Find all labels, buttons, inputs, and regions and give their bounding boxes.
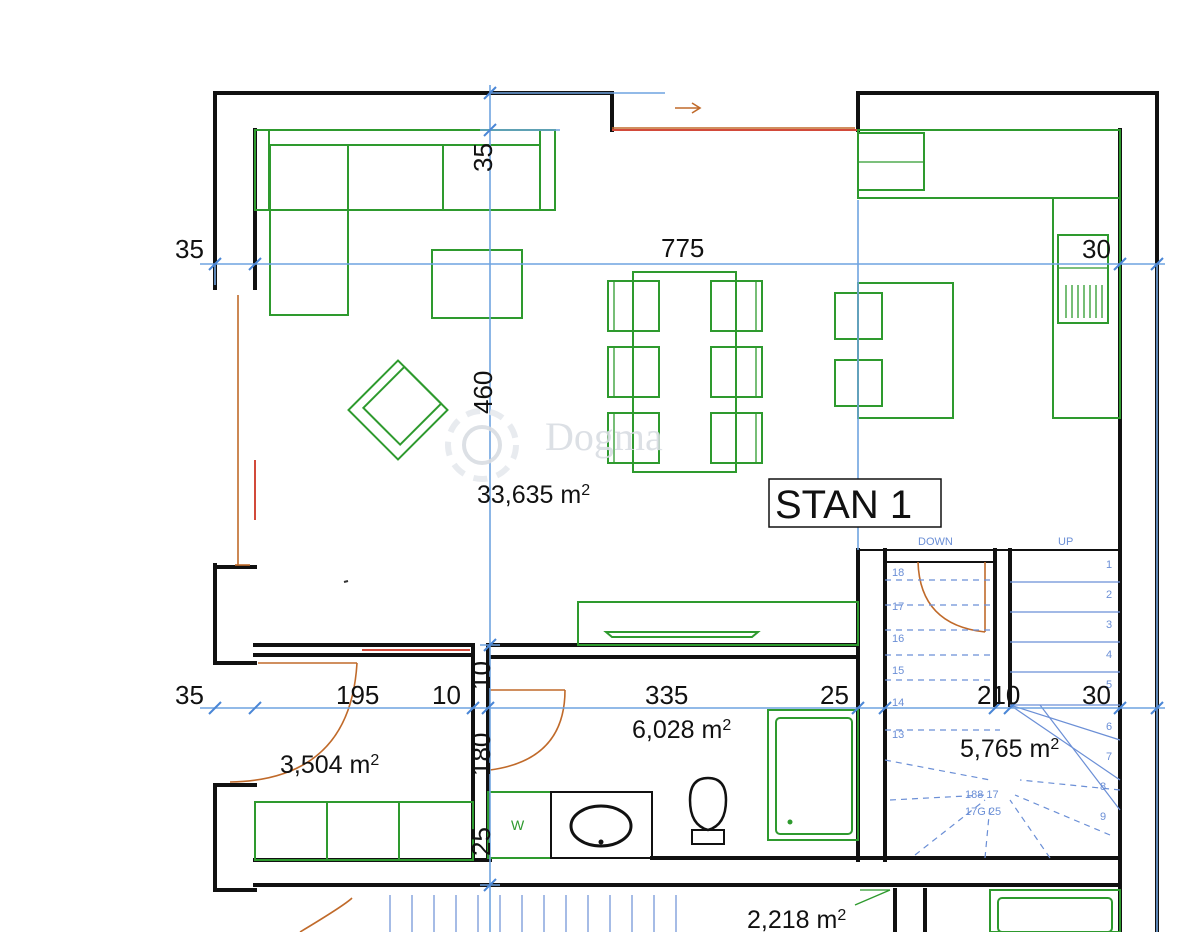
- dim-partition-1: 10: [432, 680, 461, 710]
- stairs-formula-top: 188 17: [965, 789, 999, 801]
- dim-living-height: 460: [468, 371, 498, 414]
- area-unit-exponent: 2: [837, 907, 846, 924]
- dim-top-wall: 35: [468, 143, 498, 172]
- step-number: 16: [892, 633, 904, 645]
- washer-label: W: [511, 817, 525, 833]
- dim-bath-wall: 25: [820, 680, 849, 710]
- dimension-labels: 775 35 30 35 460 35 195 10 10 335 25 210…: [175, 143, 1111, 856]
- stairs-formula-bottom: 17G 25: [965, 806, 1001, 818]
- dim-hall-width: 195: [336, 680, 379, 710]
- step-number: 9: [1100, 811, 1106, 823]
- step-number: 5: [1106, 679, 1112, 691]
- apartment-label-text: STAN 1: [775, 483, 912, 527]
- doors: [229, 102, 986, 932]
- hall-wardrobe: [254, 801, 474, 861]
- step-number: 7: [1106, 751, 1112, 763]
- step-number: 13: [892, 729, 904, 741]
- stairs-up-label: UP: [1058, 536, 1073, 548]
- coffee-table: [431, 249, 523, 319]
- area-living-value: 33,635 m: [477, 481, 581, 509]
- dim-stair-width: 210: [977, 680, 1020, 710]
- stairs-step-numbers-left: 18 17 16 15 14 13: [892, 567, 904, 741]
- step-number: 17: [892, 601, 904, 613]
- step-number: 4: [1106, 649, 1112, 661]
- dim-bath-depth: 180: [466, 733, 496, 776]
- area-unit-exponent: 2: [722, 717, 731, 734]
- area-bath: 6,028 m2: [632, 716, 731, 744]
- watermark-text: Dogma: [545, 414, 663, 459]
- step-number: 8: [1100, 781, 1106, 793]
- step-number: 3: [1106, 619, 1112, 631]
- area-hall-value: 3,504 m: [280, 751, 370, 779]
- area-unit-exponent: 2: [1050, 736, 1059, 753]
- dim-left-wall-upper: 35: [175, 234, 204, 264]
- stairs-down-label: DOWN: [918, 536, 953, 548]
- sofa: [254, 129, 556, 316]
- dim-bath-width: 335: [645, 680, 688, 710]
- dim-left-wall-lower: 35: [175, 680, 204, 710]
- armchair: [347, 359, 449, 461]
- area-lower-room: 2,218 m2: [747, 906, 846, 932]
- dim-right-wall-upper: 30: [1082, 234, 1111, 264]
- watermark: Dogma: [445, 408, 663, 482]
- tv-unit: [577, 601, 859, 646]
- step-number: 18: [892, 567, 904, 579]
- area-lower-room-value: 2,218 m: [747, 906, 837, 932]
- dimension-lines: [200, 85, 1165, 932]
- bathroom-fixtures: W: [487, 709, 859, 859]
- step-number: 15: [892, 665, 904, 677]
- staircase: DOWN UP 1 2 3 4 5 6 7 8 9 18 17 16 15 14…: [884, 536, 1121, 859]
- area-hall: 3,504 m2: [280, 751, 379, 779]
- area-bath-value: 6,028 m: [632, 716, 722, 744]
- exterior-walls: [213, 91, 1159, 932]
- dim-right-wall-lower: 30: [1082, 680, 1111, 710]
- area-labels: 33,635 m2 3,504 m2 6,028 m2 5,765 m2 2,2…: [280, 481, 1059, 932]
- area-stairs-value: 5,765 m: [960, 735, 1050, 763]
- step-number: 14: [892, 697, 904, 709]
- step-number: 1: [1106, 559, 1112, 571]
- area-unit-exponent: 2: [370, 752, 379, 769]
- dim-bottom-wall: 25: [466, 827, 496, 856]
- floor-mark: [343, 580, 349, 583]
- kitchen: [834, 129, 1121, 419]
- dining-set: [607, 271, 763, 473]
- dim-living-width: 775: [661, 233, 704, 263]
- step-number: 2: [1106, 589, 1112, 601]
- dim-partition-2: 10: [466, 661, 496, 690]
- area-living: 33,635 m2: [477, 481, 590, 509]
- stairs-step-numbers-right: 1 2 3 4 5 6 7 8 9: [1100, 559, 1112, 823]
- apartment-label: STAN 1: [768, 478, 942, 528]
- area-stairs: 5,765 m2: [960, 735, 1059, 763]
- step-number: 6: [1106, 721, 1112, 733]
- area-unit-exponent: 2: [581, 482, 590, 499]
- wall-openings: [254, 129, 858, 651]
- lower-room: [389, 889, 1121, 932]
